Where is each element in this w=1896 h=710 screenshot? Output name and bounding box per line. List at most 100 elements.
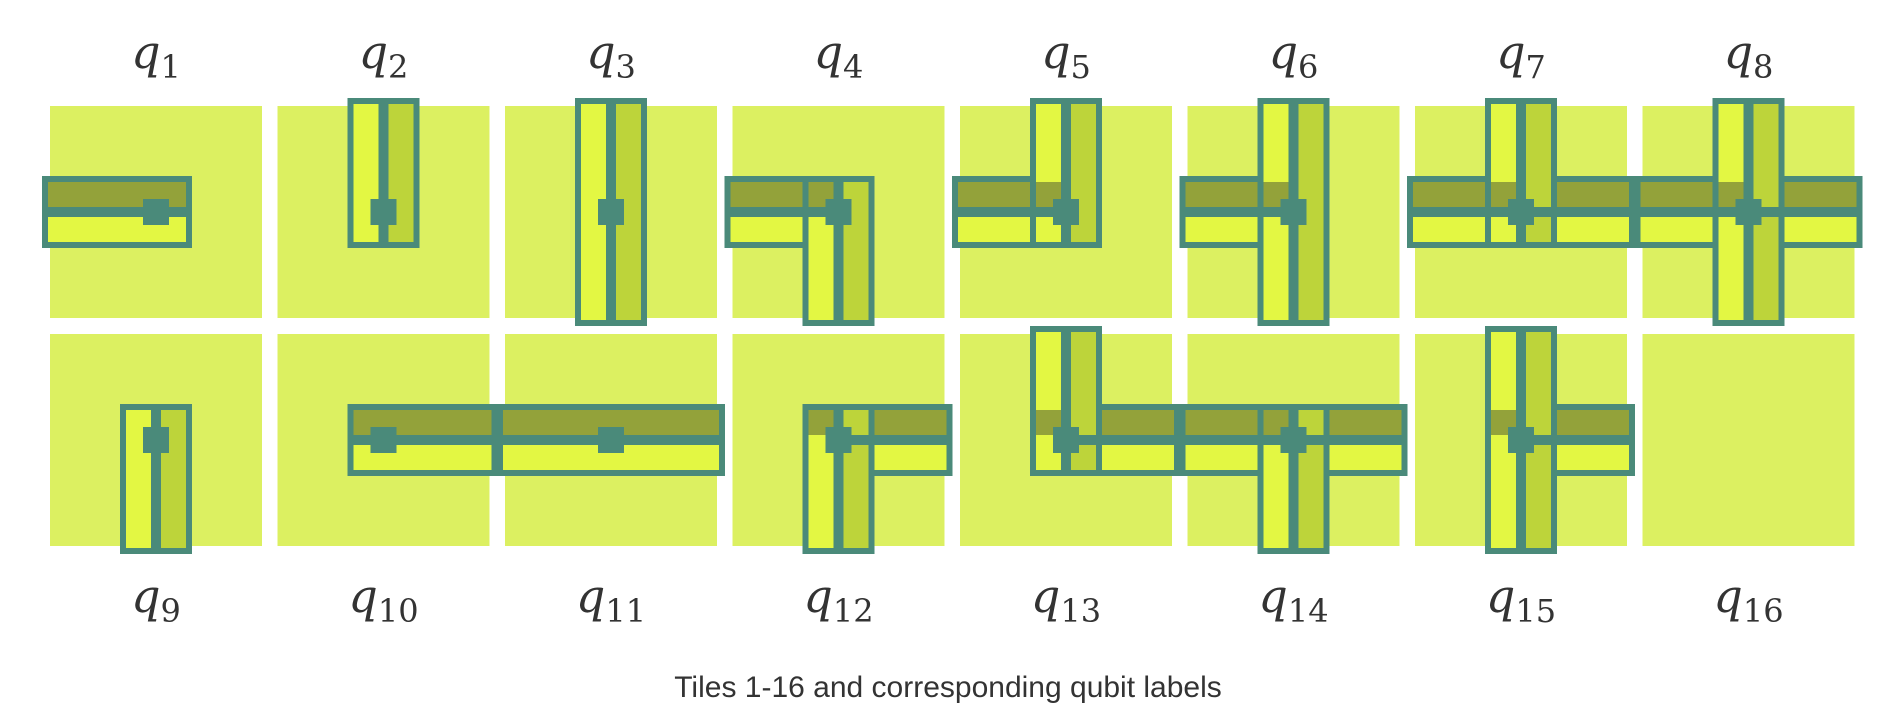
tile-15 [1415,326,1635,554]
qubit-node [825,199,852,225]
qubit-label-4: q4 [814,25,864,86]
qubit-label-base: q [803,569,832,623]
qubit-label-3: q3 [586,25,636,86]
qubit-node [370,427,397,453]
qubit-node [1053,427,1079,453]
qubit-label-15: q15 [1486,569,1556,630]
qubit-label-base: q [1258,569,1287,623]
qubit-label-subscript: 13 [1060,592,1101,630]
tile-8 [1634,98,1863,326]
qubit-node [598,427,624,453]
qubit-label-base: q [131,569,160,623]
tile-9 [50,334,262,554]
qubit-node [1508,199,1534,225]
qubit-label-1: q1 [131,25,181,86]
qubit-label-6: q6 [1269,25,1319,86]
tile-6 [1179,98,1400,326]
conductor-h [1066,435,1180,445]
qubit-label-2: q2 [359,25,409,86]
qubit-label-subscript: 14 [1288,592,1329,630]
qubit-label-subscript: 4 [843,48,863,86]
qubit-node [1280,427,1307,453]
tile-16 [1642,334,1855,546]
qubit-label-subscript: 2 [388,48,408,86]
qubit-label-base: q [348,569,377,623]
qubit-label-subscript: 9 [161,592,181,630]
qubit-label-base: q [1486,569,1515,623]
qubit-label-subscript: 15 [1515,592,1556,630]
qubit-label-base: q [814,25,843,79]
qubit-label-subscript: 10 [378,592,419,630]
qubit-label-base: q [1269,25,1298,79]
qubit-label-subscript: 16 [1743,592,1784,630]
qubit-node [1735,199,1762,225]
conductor-v [151,440,161,554]
qubit-label-subscript: 5 [1071,48,1091,86]
conductor-h [724,207,839,217]
conductor-h [383,435,498,445]
qubit-label-base: q [576,569,605,623]
qubit-label-16: q16 [1713,569,1783,630]
conductor-h [952,207,1066,217]
qubit-label-subscript: 7 [1526,48,1546,86]
qubit-label-base: q [1041,25,1070,79]
tile-5 [952,98,1172,318]
qubit-label-base: q [131,25,160,79]
tile-7 [1407,98,1635,318]
qubit-node [370,199,397,225]
qubit-node [1053,199,1079,225]
tile-4 [724,106,945,326]
qubit-node [143,427,169,453]
qubit-label-base: q [1724,25,1753,79]
qubit-label-subscript: 12 [833,592,874,630]
figure-caption: Tiles 1-16 and corresponding qubit label… [674,671,1222,704]
tile-2 [277,98,490,318]
conductor-h [838,435,953,445]
conductor-h [42,207,156,217]
conductor-v [833,212,844,326]
qubit-label-subscript: 8 [1753,48,1773,86]
qubit-label-10: q10 [348,569,418,630]
tile-background [1642,334,1855,546]
qubit-label-9: q9 [131,569,181,630]
qubit-label-11: q11 [576,569,646,630]
conductor-h [1179,207,1294,217]
tile-11 [497,334,725,546]
qubit-node [1280,199,1307,225]
tile-1 [42,106,262,318]
qubit-node [598,199,624,225]
tile-10 [277,334,498,546]
conductor-v [378,98,389,212]
qubit-label-14: q14 [1258,569,1328,630]
qubit-node [143,199,169,225]
qubit-node [825,427,852,453]
qubit-label-5: q5 [1041,25,1091,86]
qubit-node [1508,427,1534,453]
qubit-label-base: q [586,25,615,79]
qubit-label-13: q13 [1031,569,1101,630]
qubit-label-7: q7 [1496,25,1546,86]
qubit-label-subscript: 1 [161,48,181,86]
tile-14 [1179,334,1408,554]
conductor-v [1288,440,1299,554]
qubit-label-base: q [1496,25,1525,79]
qubit-label-subscript: 11 [605,592,646,630]
qubit-label-base: q [1713,569,1742,623]
qubit-label-base: q [1031,569,1060,623]
conductor-v [1516,98,1526,212]
conductor-h [1521,435,1635,445]
conductor-v [833,440,844,554]
tile-13 [960,326,1180,546]
conductor-v [1061,98,1071,212]
tile-3 [505,98,717,326]
qubit-label-8: q8 [1724,25,1774,86]
qubit-label-subscript: 6 [1298,48,1318,86]
qubit-label-base: q [359,25,388,79]
tile-12 [732,334,953,554]
qubit-label-subscript: 3 [616,48,636,86]
qubit-label-12: q12 [803,569,873,630]
tiles-layer [42,98,1863,554]
conductor-v [1061,326,1071,440]
